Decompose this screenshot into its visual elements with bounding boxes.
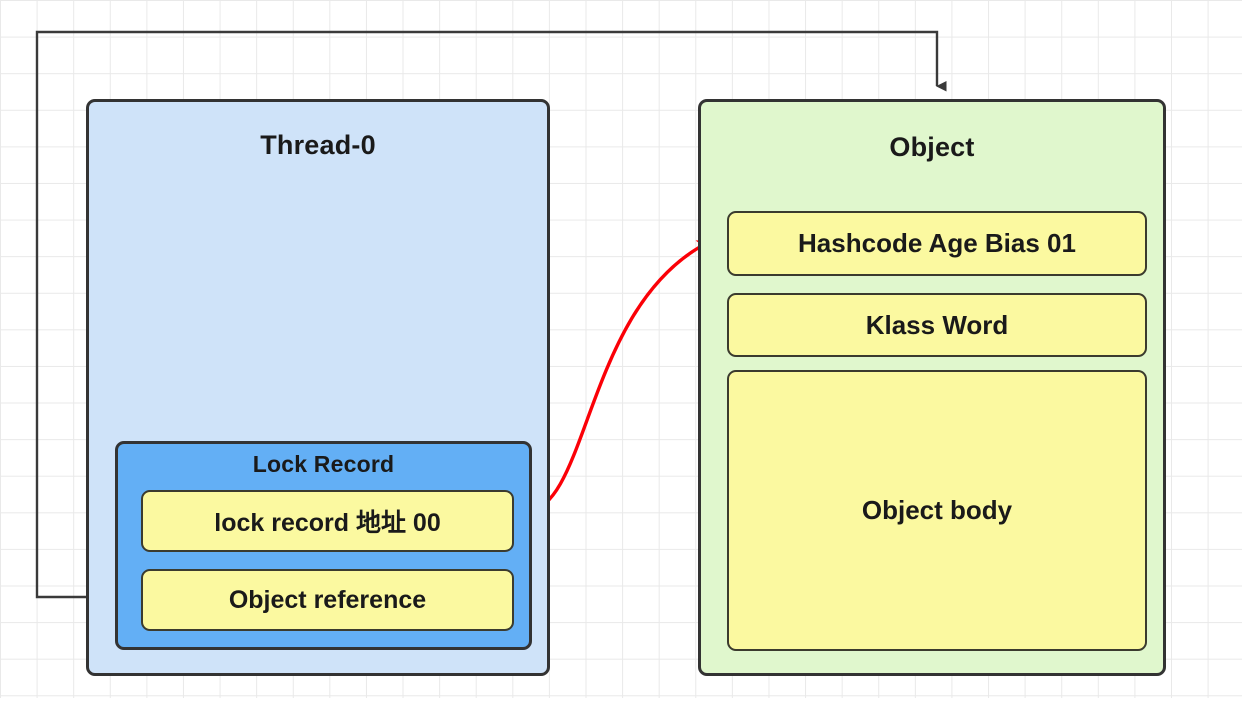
thread-panel-title: Thread-0 bbox=[260, 130, 376, 160]
object-panel-title: Object bbox=[889, 132, 975, 162]
bottom-margin bbox=[0, 698, 1242, 727]
connector-lock-record-to-mark-word bbox=[510, 238, 714, 519]
lock-record-address-row[interactable]: lock record 地址 00 bbox=[141, 490, 514, 552]
lock-record-title: Lock Record bbox=[252, 451, 395, 477]
lock-record-panel[interactable]: Lock Record lock record 地址 00 Object ref… bbox=[115, 441, 532, 650]
object-reference-row[interactable]: Object reference bbox=[141, 569, 514, 631]
object-body-row[interactable]: Object body bbox=[727, 370, 1147, 651]
thread-panel[interactable]: Thread-0 Lock Record lock record 地址 00 O… bbox=[86, 99, 550, 676]
mark-word-row[interactable]: Hashcode Age Bias 01 bbox=[727, 211, 1147, 276]
object-panel[interactable]: Object Hashcode Age Bias 01 Klass Word O… bbox=[698, 99, 1166, 676]
klass-word-row[interactable]: Klass Word bbox=[727, 293, 1147, 357]
